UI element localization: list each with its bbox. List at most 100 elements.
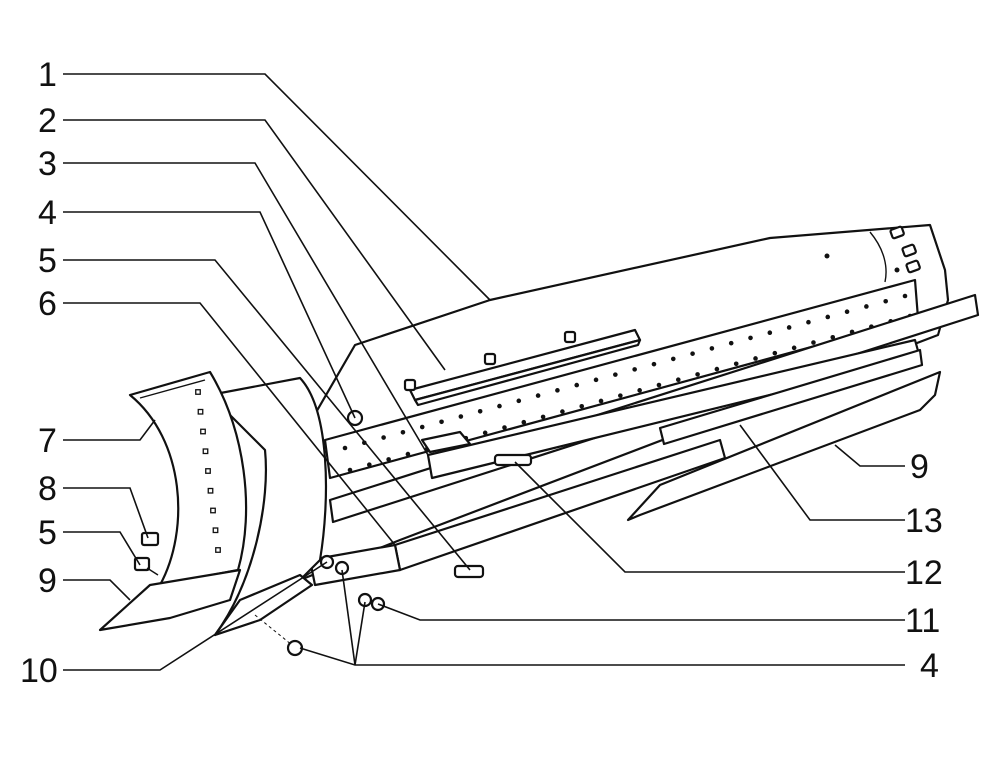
mounting-hole bbox=[560, 409, 565, 414]
mounting-hole bbox=[632, 367, 637, 372]
mounting-hole bbox=[207, 487, 214, 494]
mounting-hole bbox=[342, 445, 348, 451]
callout-12: 12 bbox=[905, 554, 943, 592]
mounting-hole bbox=[753, 356, 758, 361]
callout-10: 10 bbox=[20, 652, 58, 690]
end-bolts bbox=[889, 225, 921, 274]
leader-10 bbox=[63, 561, 328, 671]
mounting-hole bbox=[675, 377, 681, 383]
lower-strip bbox=[308, 438, 727, 587]
mounting-hole bbox=[883, 298, 888, 304]
leader-5b bbox=[63, 531, 141, 566]
mounting-hole bbox=[521, 419, 527, 425]
mounting-hole bbox=[733, 361, 739, 367]
mounting-hole bbox=[786, 325, 792, 330]
mounting-hole bbox=[767, 330, 773, 335]
callout-11: 11 bbox=[905, 602, 940, 640]
mounting-hole bbox=[618, 393, 623, 398]
mounting-hole bbox=[613, 372, 618, 377]
mounting-hole bbox=[690, 351, 695, 356]
mounting-hole bbox=[772, 350, 778, 356]
leader-12 bbox=[514, 461, 905, 573]
leader-9a bbox=[63, 579, 131, 601]
leader-7 bbox=[63, 419, 156, 441]
callout-7: 7 bbox=[38, 422, 57, 460]
mounting-hole bbox=[200, 428, 206, 435]
mounting-hole bbox=[806, 319, 811, 325]
mounting-hole bbox=[656, 382, 662, 388]
callout-2: 2 bbox=[38, 102, 57, 140]
mounting-hole bbox=[458, 414, 464, 419]
mounting-hole bbox=[202, 448, 209, 455]
mounting-hole bbox=[728, 340, 734, 346]
mounting-hole bbox=[598, 398, 604, 404]
mounting-hole bbox=[844, 309, 850, 315]
mounting-hole bbox=[381, 435, 386, 440]
mounting-hole bbox=[347, 467, 353, 473]
mounting-hole bbox=[439, 419, 444, 425]
leader-lines bbox=[63, 73, 905, 671]
leader-2 bbox=[63, 119, 446, 371]
mounting-hole bbox=[205, 468, 211, 474]
mounting-hole bbox=[535, 393, 541, 398]
mounting-hole bbox=[637, 388, 642, 393]
mounting-hole bbox=[419, 424, 425, 430]
cutting-edge-right-part-9 bbox=[626, 370, 942, 522]
mounting-hole bbox=[210, 507, 216, 514]
mounting-hole bbox=[477, 409, 483, 414]
mounting-hole bbox=[825, 314, 831, 320]
mounting-hole bbox=[386, 457, 391, 462]
mounting-hole bbox=[902, 293, 908, 299]
mounting-hole bbox=[791, 345, 797, 351]
mounting-hole bbox=[212, 527, 219, 534]
leader-13 bbox=[739, 424, 905, 521]
leader-3 bbox=[63, 162, 429, 456]
mounting-hole bbox=[748, 335, 753, 341]
leader-4b bbox=[299, 647, 905, 666]
leader-8 bbox=[63, 487, 149, 539]
mounting-hole bbox=[695, 372, 700, 377]
callout-9-left: 9 bbox=[38, 562, 57, 600]
mounting-hole bbox=[215, 547, 221, 553]
mounting-hole bbox=[197, 408, 204, 415]
mounting-hole bbox=[651, 361, 657, 367]
mounting-hole bbox=[574, 382, 580, 388]
callout-1: 1 bbox=[38, 56, 57, 94]
short-bar-part-13 bbox=[658, 348, 924, 446]
mounting-hole bbox=[593, 377, 599, 383]
callout-9-right: 9 bbox=[910, 448, 929, 486]
mounting-hole bbox=[709, 346, 715, 351]
leader-6 bbox=[63, 302, 396, 546]
mounting-hole bbox=[579, 403, 585, 409]
leader-11 bbox=[377, 603, 905, 621]
mounting-hole bbox=[367, 462, 372, 467]
mounting-hole bbox=[502, 425, 507, 430]
mounting-hole bbox=[540, 414, 546, 420]
leader-5a bbox=[63, 259, 471, 571]
mounting-hole bbox=[555, 388, 560, 393]
callout-3: 3 bbox=[38, 145, 57, 183]
mounting-hole bbox=[516, 398, 522, 404]
callout-numbers: 1 2 3 4 5 6 7 8 5 9 10 9 13 12 11 4 bbox=[20, 56, 943, 690]
leader-1 bbox=[63, 73, 491, 301]
cutting-edge-left-part-9 bbox=[98, 568, 242, 632]
callout-5: 5 bbox=[38, 242, 57, 280]
end-blade-part-10 bbox=[213, 573, 314, 637]
mounting-hole bbox=[405, 451, 411, 457]
callout-13: 13 bbox=[905, 502, 943, 540]
mounting-hole bbox=[830, 334, 836, 340]
mounting-hole bbox=[864, 304, 869, 309]
callout-6: 6 bbox=[38, 285, 57, 323]
callout-4: 4 bbox=[38, 194, 57, 232]
angle-strip-part-2 bbox=[403, 328, 642, 407]
callout-8: 8 bbox=[38, 470, 57, 508]
leader-9b bbox=[834, 444, 905, 467]
mounting-hole bbox=[497, 403, 502, 409]
mounting-hole bbox=[195, 389, 201, 395]
mounting-hole bbox=[400, 429, 406, 435]
mounting-hole bbox=[811, 340, 816, 345]
leader-4a bbox=[63, 211, 356, 419]
mounting-hole bbox=[670, 356, 676, 362]
mounting-hole bbox=[714, 366, 720, 372]
